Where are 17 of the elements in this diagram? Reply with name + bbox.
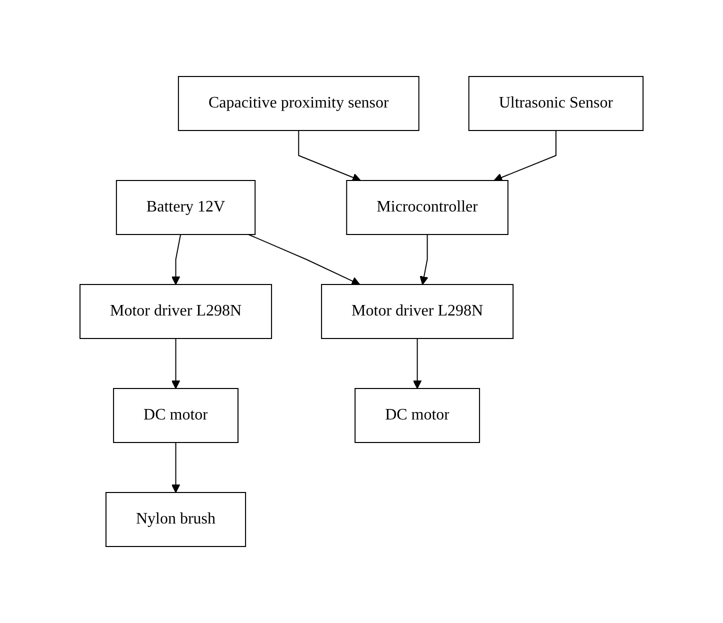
node-box: Nylon brush — [105, 492, 246, 547]
node-box: Motor driver L298N — [321, 284, 514, 339]
node-box: Battery 12V — [116, 180, 256, 235]
arrow — [494, 130, 556, 182]
arrow — [248, 234, 360, 286]
arrow — [298, 130, 361, 182]
arrow — [412, 338, 422, 389]
arrow — [420, 234, 428, 285]
arrow — [171, 442, 180, 493]
node-box: Motor driver L298N — [79, 284, 272, 339]
node-box: Capacitive proximity sensor — [178, 76, 420, 131]
arrow — [171, 338, 180, 389]
node-box: Microcontroller — [346, 180, 508, 235]
node-box: Ultrasonic Sensor — [468, 76, 644, 131]
node-box: DC motor — [113, 388, 238, 443]
node-box: DC motor — [354, 388, 480, 443]
arrow — [171, 234, 182, 285]
